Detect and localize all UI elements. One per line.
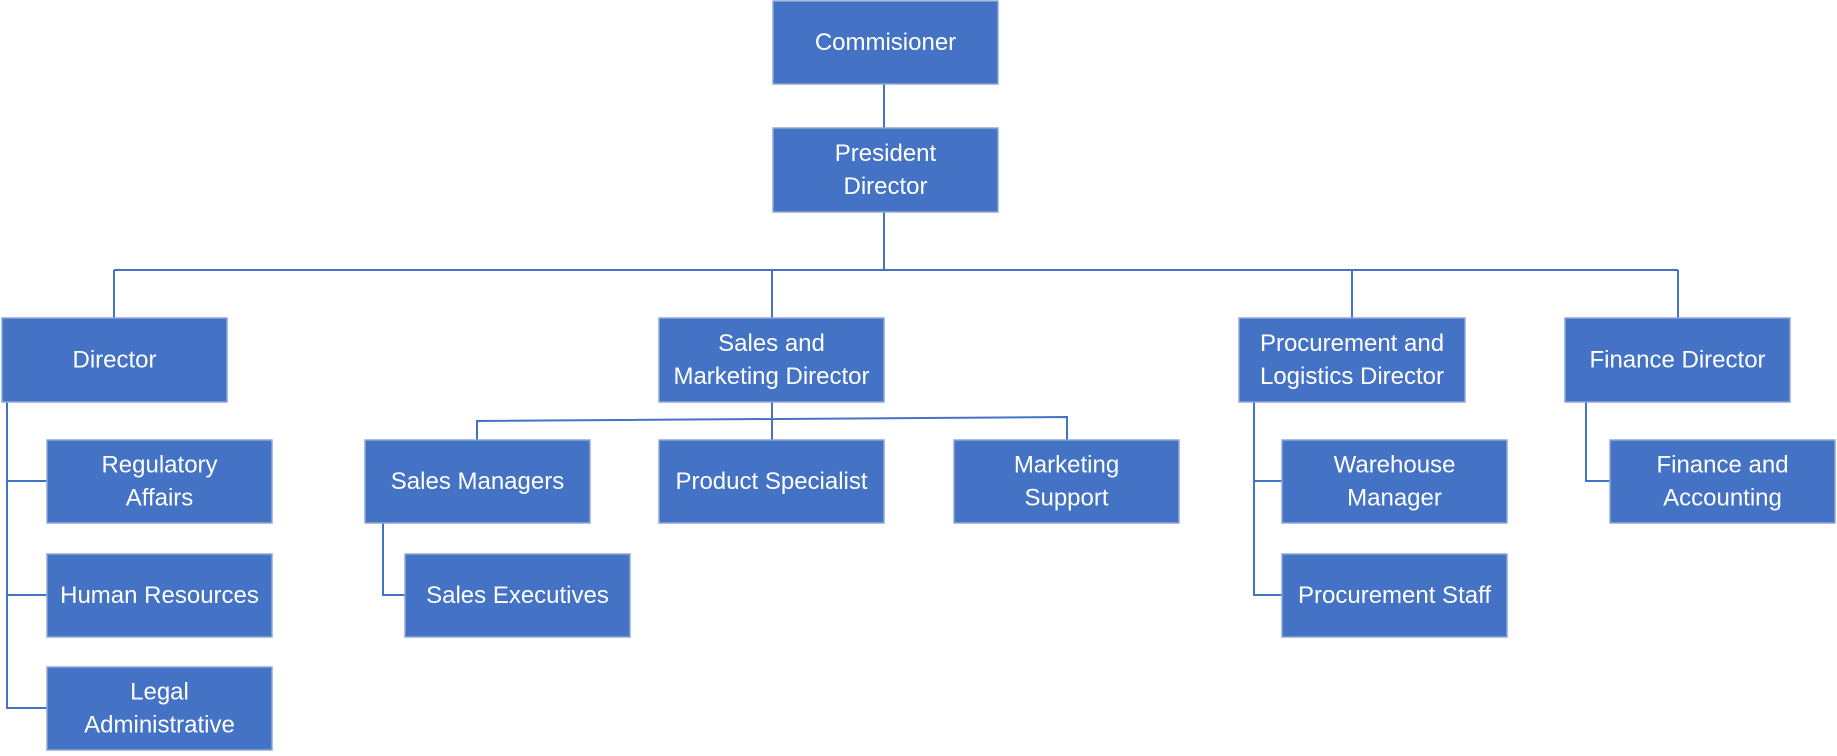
node-product-specialist-box <box>658 439 885 524</box>
node-legal-administrative-label-line-2: Administrative <box>84 712 235 739</box>
connector-finance-accounting <box>1585 402 1610 482</box>
node-sales-executives: Sales Executives <box>404 553 631 638</box>
node-director: Director <box>1 317 228 403</box>
node-finance-director: Finance Director <box>1564 317 1791 403</box>
node-finance-accounting-box <box>1609 439 1836 524</box>
node-warehouse-manager-box <box>1281 439 1508 524</box>
node-finance-director-box <box>1564 317 1791 403</box>
node-sales-marketing-director-label-line-1: Sales and <box>718 330 825 357</box>
node-president-director-label-line-1: President <box>835 140 937 167</box>
node-commissioner-box <box>772 0 999 85</box>
node-sales-marketing-director-label-line-2: Marketing Director <box>673 363 869 390</box>
node-procurement-staff-label-line-1: Procurement Staff <box>1298 582 1491 609</box>
node-finance-director-label-line-1: Finance Director <box>1589 347 1765 374</box>
node-director-box <box>1 317 228 403</box>
node-legal-administrative-box <box>46 666 273 751</box>
connector-procurement-spine <box>1253 402 1282 596</box>
node-warehouse-manager-label-line-1: Warehouse <box>1334 452 1456 479</box>
node-warehouse-manager-label-line-2: Manager <box>1347 485 1442 512</box>
connector-sales-marketing-bus <box>476 415 1068 440</box>
node-sales-managers: Sales Managers <box>364 439 591 524</box>
connector-sales-managers-executives <box>382 523 405 596</box>
node-finance-accounting-label-line-1: Finance and <box>1656 452 1788 479</box>
node-procurement-logistics-director-label-line-1: Procurement and <box>1260 330 1444 357</box>
node-marketing-support-label-line-1: Marketing <box>1014 452 1119 479</box>
node-product-specialist-label-line-1: Product Specialist <box>675 468 867 495</box>
node-president-director-label-line-2: Director <box>843 173 927 200</box>
node-regulatory-affairs-box <box>46 439 273 524</box>
node-human-resources: Human Resources <box>46 553 273 638</box>
node-sales-executives-box <box>404 553 631 638</box>
connector-director-spine <box>6 402 47 709</box>
node-sales-managers-label-line-1: Sales Managers <box>391 468 564 495</box>
node-finance-accounting-label-line-2: Accounting <box>1663 485 1782 512</box>
node-procurement-staff-box <box>1281 553 1508 638</box>
node-director-label-line-1: Director <box>72 347 156 374</box>
node-procurement-staff: Procurement Staff <box>1281 553 1508 638</box>
node-human-resources-label-line-1: Human Resources <box>60 582 259 609</box>
connector-lines <box>6 84 1679 709</box>
node-president-director-box <box>772 127 999 213</box>
node-regulatory-affairs-label-line-1: Regulatory <box>101 452 217 479</box>
node-commissioner-label-line-1: Commisioner <box>815 29 956 56</box>
node-legal-administrative-label-line-1: Legal <box>130 679 189 706</box>
node-marketing-support-label-line-2: Support <box>1024 485 1108 512</box>
node-sales-managers-box <box>364 439 591 524</box>
node-sales-executives-label-line-1: Sales Executives <box>426 582 609 609</box>
node-procurement-logistics-director-box <box>1238 317 1466 403</box>
node-marketing-support-box <box>953 439 1180 524</box>
node-human-resources-box <box>46 553 273 638</box>
node-commissioner: Commisioner <box>772 0 999 85</box>
node-procurement-logistics-director-label-line-2: Logistics Director <box>1260 363 1444 390</box>
node-product-specialist: Product Specialist <box>658 439 885 524</box>
node-regulatory-affairs-label-line-2: Affairs <box>126 485 194 512</box>
node-sales-marketing-director-box <box>658 317 885 403</box>
